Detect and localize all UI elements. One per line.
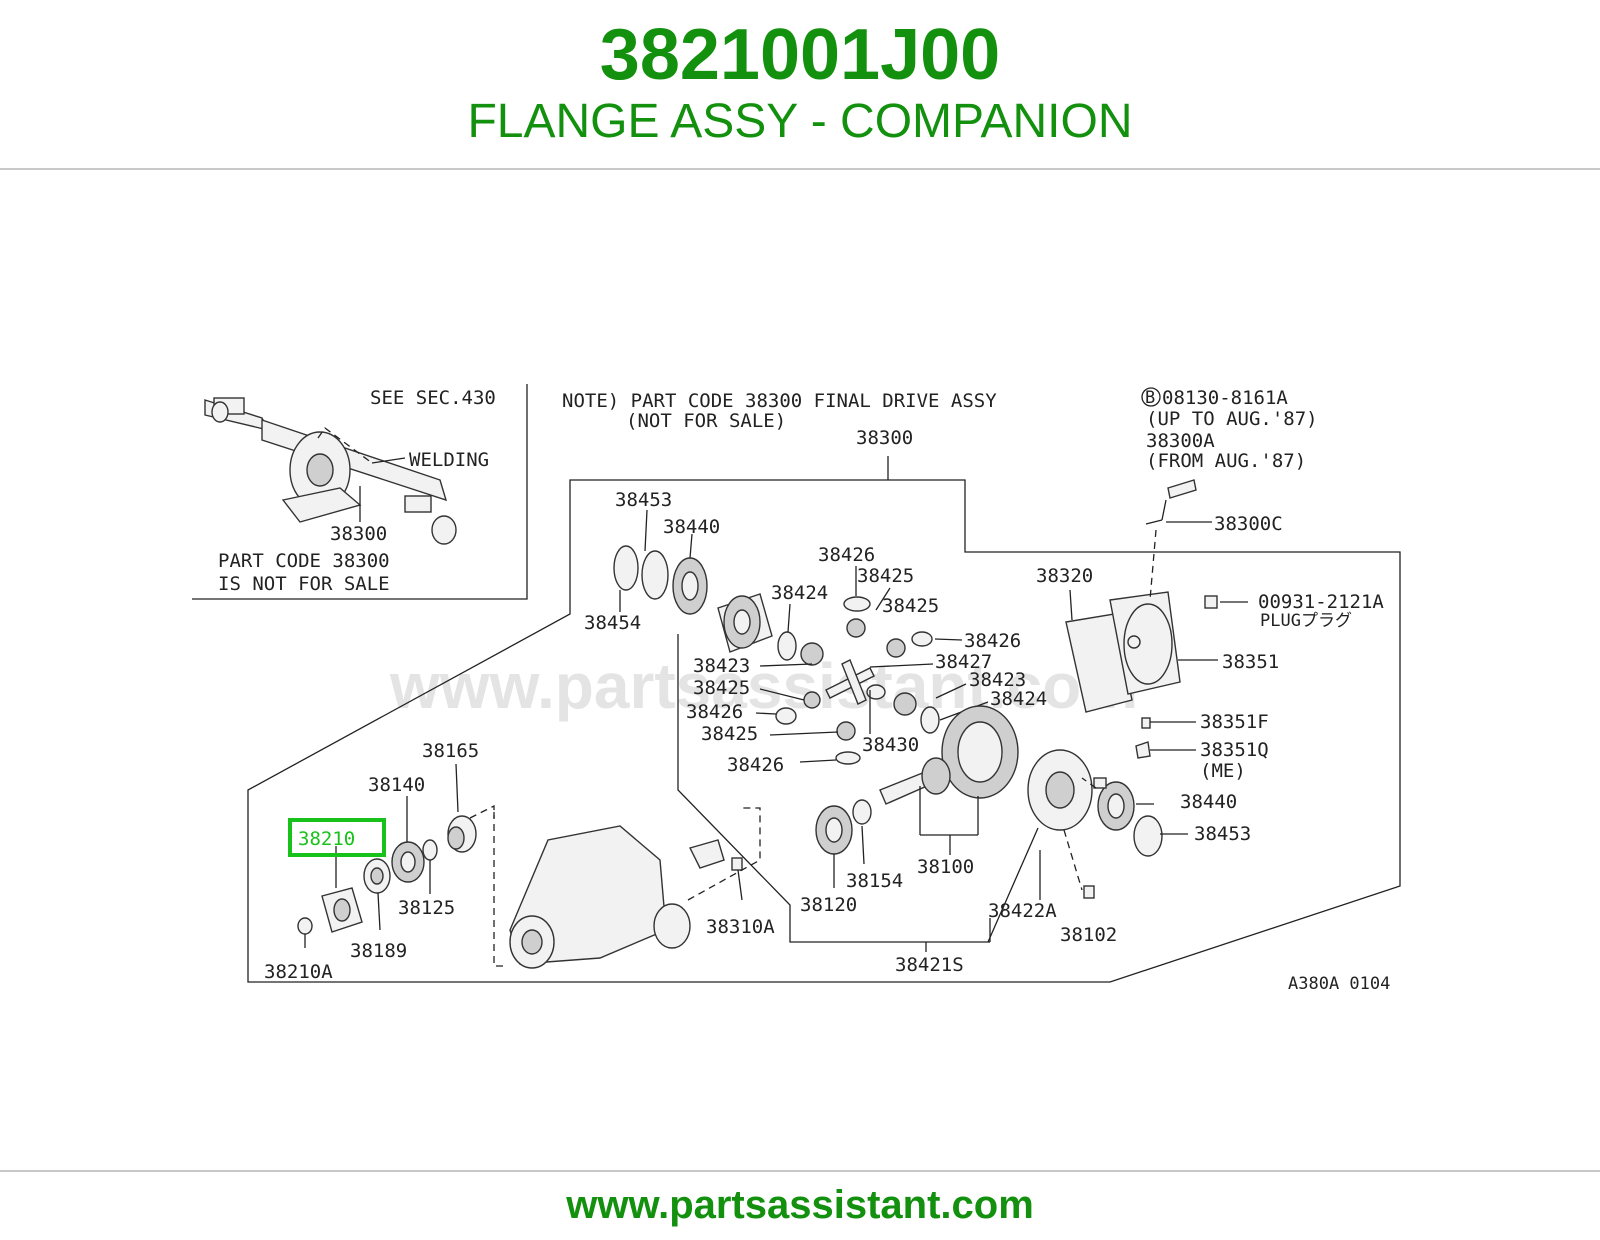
label-38440-b: 38440 bbox=[1180, 791, 1237, 813]
diagram-watermark: www.partsassistant.com bbox=[389, 650, 1138, 722]
me-note: (ME) bbox=[1200, 760, 1246, 782]
label-38351f: 38351F bbox=[1200, 711, 1269, 733]
companion-flange-group bbox=[297, 763, 495, 948]
label-38140: 38140 bbox=[368, 774, 425, 796]
label-38120: 38120 bbox=[800, 894, 857, 916]
main-assembly-outline bbox=[247, 456, 1401, 983]
header-divider bbox=[0, 168, 1600, 170]
footer-url[interactable]: www.partsassistant.com bbox=[566, 1183, 1034, 1227]
label-38310a: 38310A bbox=[706, 916, 775, 938]
inset-note-line2: IS NOT FOR SALE bbox=[218, 573, 390, 595]
label-38300c: 38300C bbox=[1214, 513, 1283, 535]
bolt-note-line4: (FROM AUG.'87) bbox=[1146, 450, 1306, 472]
plug-code-label: 00931-2121A bbox=[1258, 591, 1384, 613]
inset-note-line1: PART CODE 38300 bbox=[218, 550, 390, 572]
label-38425-c: 38425 bbox=[693, 677, 750, 699]
plug-name-label: PLUGプラグ bbox=[1260, 611, 1352, 631]
bearing-group-left bbox=[613, 509, 708, 615]
label-38430: 38430 bbox=[862, 734, 919, 756]
inset-see-sec-label: SEE SEC.430 bbox=[370, 387, 496, 409]
label-38210a: 38210A bbox=[264, 961, 333, 983]
differential-bracket bbox=[677, 634, 990, 943]
bolt-note: B 08130-8161A (UP TO AUG.'87) 38300A (FR… bbox=[1141, 387, 1318, 472]
pinion-bearings bbox=[815, 799, 872, 888]
axle-housing-sketch bbox=[204, 397, 457, 545]
rear-cover bbox=[1065, 479, 1248, 759]
final-drive-note-line1: NOTE) PART CODE 38300 FINAL DRIVE ASSY bbox=[562, 390, 997, 412]
diff-carrier-right bbox=[1027, 749, 1188, 899]
differential-case bbox=[717, 593, 773, 653]
ring-gear bbox=[879, 705, 1019, 855]
bolt-note-line2: (UP TO AUG.'87) bbox=[1146, 408, 1318, 430]
final-drive-note-line2: (NOT FOR SALE) bbox=[626, 410, 786, 432]
inset-border bbox=[192, 384, 528, 600]
label-38440-a: 38440 bbox=[663, 516, 720, 538]
page-header: 3821001J00 FLANGE ASSY - COMPANION bbox=[0, 0, 1600, 170]
bolt-note-circle: B bbox=[1145, 388, 1155, 408]
label-38351q: 38351Q bbox=[1200, 739, 1269, 761]
label-38154: 38154 bbox=[846, 870, 903, 892]
label-38427: 38427 bbox=[935, 651, 992, 673]
label-38300: 38300 bbox=[856, 427, 913, 449]
footer-divider bbox=[0, 1170, 1600, 1172]
label-38423-a: 38423 bbox=[693, 655, 750, 677]
label-38454: 38454 bbox=[584, 612, 641, 634]
label-38453-a: 38453 bbox=[615, 489, 672, 511]
label-38426-d: 38426 bbox=[727, 754, 784, 776]
label-38422a: 38422A bbox=[988, 900, 1057, 922]
label-38424-b: 38424 bbox=[990, 688, 1047, 710]
inset-38300-label: 38300 bbox=[330, 523, 387, 545]
label-38426-a: 38426 bbox=[818, 544, 875, 566]
part-description: FLANGE ASSY - COMPANION bbox=[467, 95, 1133, 148]
label-38100: 38100 bbox=[917, 856, 974, 878]
label-38320: 38320 bbox=[1036, 565, 1093, 587]
label-38453-b: 38453 bbox=[1194, 823, 1251, 845]
carrier-housing bbox=[493, 807, 761, 969]
label-38424-a: 38424 bbox=[771, 582, 828, 604]
differential-gears bbox=[775, 596, 940, 765]
leader-38421s-left bbox=[987, 827, 1039, 943]
inset-panel: SEE SEC.430 WELDING 38300 PART CODE 3830… bbox=[192, 384, 528, 600]
label-38125: 38125 bbox=[398, 897, 455, 919]
part-number: 3821001J00 bbox=[599, 15, 1001, 95]
label-38102: 38102 bbox=[1060, 924, 1117, 946]
label-38425-b: 38425 bbox=[882, 595, 939, 617]
highlight-box bbox=[288, 818, 386, 857]
highlight-part-code[interactable]: 38210 bbox=[298, 828, 355, 850]
label-38189: 38189 bbox=[350, 940, 407, 962]
label-38351: 38351 bbox=[1222, 651, 1279, 673]
inset-welding-label: WELDING bbox=[409, 449, 489, 471]
label-38426-c: 38426 bbox=[686, 701, 743, 723]
label-38425-d: 38425 bbox=[701, 723, 758, 745]
label-38425-a: 38425 bbox=[857, 565, 914, 587]
bolt-note-line3: 38300A bbox=[1146, 430, 1215, 452]
diagram-id: A380A 0104 bbox=[1288, 974, 1390, 994]
bolt-note-line1: 08130-8161A bbox=[1162, 387, 1288, 409]
gear-leader-lines bbox=[755, 566, 989, 763]
label-38421s: 38421S bbox=[895, 954, 964, 976]
label-38165: 38165 bbox=[422, 740, 479, 762]
label-38426-b: 38426 bbox=[964, 630, 1021, 652]
label-38423-b: 38423 bbox=[969, 669, 1026, 691]
